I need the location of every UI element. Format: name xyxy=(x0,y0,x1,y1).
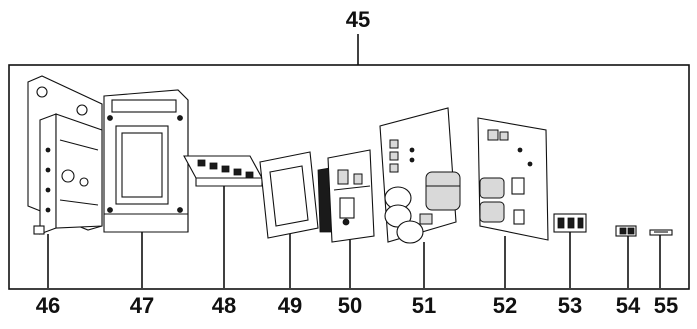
assembly-frame xyxy=(8,64,690,290)
leader-lines xyxy=(47,186,661,288)
label-part-48: 48 xyxy=(212,293,236,318)
part-51-power-board xyxy=(379,107,461,244)
part-labels: 46 47 48 49 50 51 52 53 54 55 xyxy=(36,293,678,318)
part-55-strip xyxy=(649,229,673,236)
label-part-47: 47 xyxy=(130,293,154,318)
part-47-panel xyxy=(103,89,189,233)
part-49-gasket xyxy=(259,151,319,239)
part-53-connector xyxy=(553,213,587,233)
part-48-terminal-strip xyxy=(183,155,263,187)
part-54-connector xyxy=(615,225,637,237)
label-part-53: 53 xyxy=(558,293,582,318)
label-part-54: 54 xyxy=(616,293,641,318)
assembly-label: 45 xyxy=(346,7,370,32)
label-part-51: 51 xyxy=(412,293,436,318)
label-part-50: 50 xyxy=(338,293,362,318)
label-part-55: 55 xyxy=(654,293,678,318)
label-part-49: 49 xyxy=(278,293,302,318)
label-part-46: 46 xyxy=(36,293,60,318)
part-52-relay-board xyxy=(477,117,549,241)
part-46-bracket xyxy=(27,75,103,235)
part-50-control-board xyxy=(317,149,375,243)
label-part-52: 52 xyxy=(493,293,517,318)
